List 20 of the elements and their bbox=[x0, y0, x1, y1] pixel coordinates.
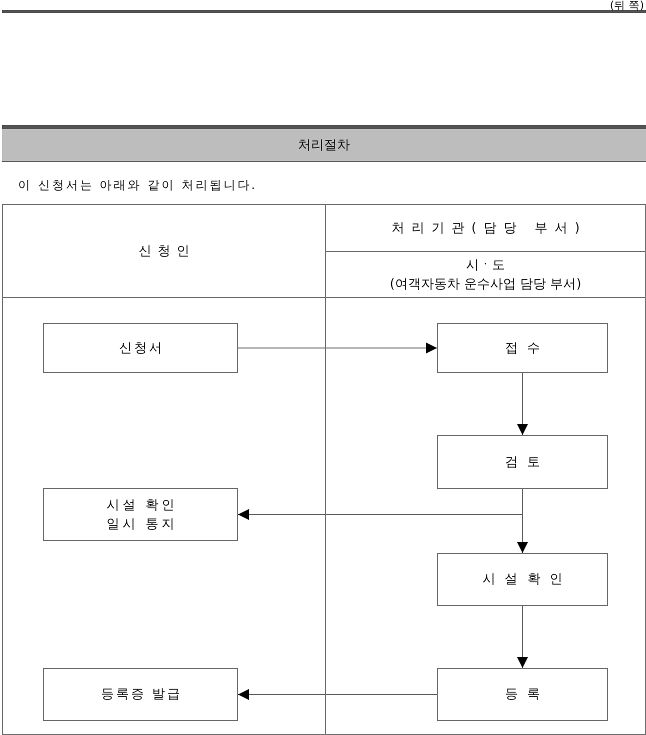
page-note: (뒤 쪽) bbox=[610, 0, 644, 12]
process-box: 검토 bbox=[437, 435, 608, 489]
process-box: 시설 확인 bbox=[437, 553, 608, 606]
swimlane bbox=[325, 204, 646, 735]
process-box: 등록증 발급 bbox=[43, 668, 238, 721]
process-box: 등록 bbox=[437, 668, 608, 721]
lane-subheader: 시ㆍ도 (여객자동차 운수사업 담당 부서) bbox=[326, 252, 645, 298]
arrow bbox=[238, 342, 438, 354]
lane-header: 신청인 bbox=[3, 205, 325, 298]
lane-header: 처리기관(담당 부서) bbox=[326, 205, 645, 252]
process-box: 접수 bbox=[437, 323, 608, 373]
process-box: 시설 확인 일시 통지 bbox=[43, 488, 238, 541]
swimlane bbox=[2, 204, 326, 735]
arrow bbox=[238, 689, 438, 700]
arrow bbox=[517, 372, 528, 436]
arrow bbox=[517, 488, 528, 554]
intro-text: 이 신청서는 아래와 같이 처리됩니다. bbox=[18, 177, 258, 194]
process-box: 신청서 bbox=[43, 323, 238, 373]
arrow bbox=[517, 606, 528, 668]
section-title: 처리절차 bbox=[2, 125, 646, 162]
